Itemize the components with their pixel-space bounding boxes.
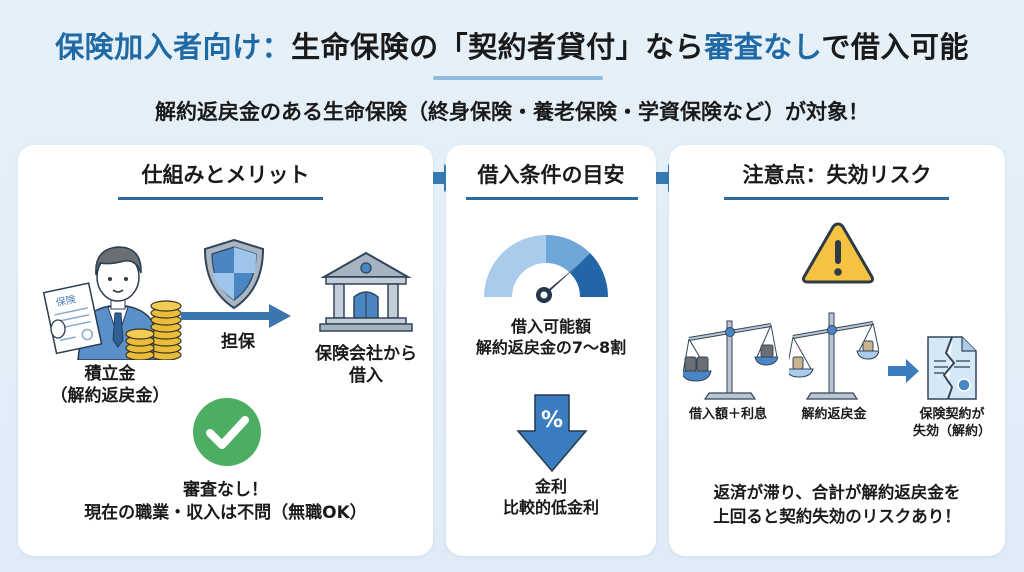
title-end: で借入可能 bbox=[821, 30, 969, 64]
page-subtitle: 解約返戻金のある生命保険（終身保険・養老保険・学資保険など）が対象！ bbox=[155, 100, 869, 124]
title-highlight: 審査なし bbox=[704, 30, 822, 64]
check-circle-icon bbox=[192, 397, 262, 467]
voided-contract-icon bbox=[924, 335, 980, 401]
heading-underline bbox=[724, 197, 949, 200]
result-arrow-icon bbox=[888, 359, 920, 383]
card-heading: 注意点：失効リスク bbox=[742, 163, 932, 187]
card-lapse-risk: 注意点：失効リスク 借入額＋利息 bbox=[669, 145, 1005, 556]
insurance-company-building-icon bbox=[318, 249, 414, 335]
savings-label: 積立金 （解約返戻金） bbox=[50, 364, 170, 407]
no-screening-benefit: 審査なし！ 現在の職業・収入は不問（無職OK） bbox=[84, 480, 367, 523]
card-heading: 仕組みとメリット bbox=[141, 163, 310, 187]
heading-underline bbox=[118, 197, 323, 200]
loan-limit-label: 借入可能額 解約返戻金の7〜8割 bbox=[475, 317, 627, 357]
scale-surrender-label: 解約返戻金 bbox=[801, 407, 867, 422]
lapse-risk-warning: 返済が滞り、合計が解約返戻金を 上回ると契約失効のリスクあり！ bbox=[713, 483, 961, 526]
heading-underline bbox=[466, 197, 638, 200]
title-audience: 保険加入者向け： bbox=[55, 30, 292, 64]
collateral-arrow-icon bbox=[181, 303, 293, 329]
card-mechanism: 仕組みとメリット 保険 bbox=[18, 145, 433, 556]
collateral-label: 担保 bbox=[221, 332, 255, 352]
loan-limit-gauge-icon bbox=[476, 225, 616, 307]
card-heading: 借入条件の目安 bbox=[477, 163, 625, 187]
balance-scale-debt-icon bbox=[683, 313, 778, 403]
shield-icon bbox=[201, 237, 267, 311]
gauge-needle bbox=[542, 265, 578, 297]
title-main: 生命保険の「契約者貸付」なら bbox=[291, 30, 705, 64]
low-interest-arrow-icon: % bbox=[516, 393, 588, 473]
interest-rate-label: 金利 比較的低金利 bbox=[502, 477, 599, 517]
scale-debt-label: 借入額＋利息 bbox=[688, 407, 767, 422]
balance-scale-surrender-icon bbox=[789, 305, 879, 403]
document-label: 保険 bbox=[55, 292, 77, 309]
contract-lapse-label: 保険契約が 失効（解約） bbox=[912, 407, 991, 439]
title-divider bbox=[433, 76, 603, 80]
percent-symbol: % bbox=[541, 408, 563, 433]
warning-icon bbox=[800, 220, 876, 286]
card-loan-conditions: 借入条件の目安 借入可能額 解約返戻金の7〜8割 % 金利 比較的低金利 bbox=[446, 145, 656, 556]
policyholder-illustration-icon: 保険 bbox=[38, 225, 183, 360]
lender-label: 保険会社から 借入 bbox=[315, 344, 417, 387]
page-title: 保険加入者向け：生命保険の「契約者貸付」なら審査なしで借入可能 bbox=[0, 24, 1024, 66]
